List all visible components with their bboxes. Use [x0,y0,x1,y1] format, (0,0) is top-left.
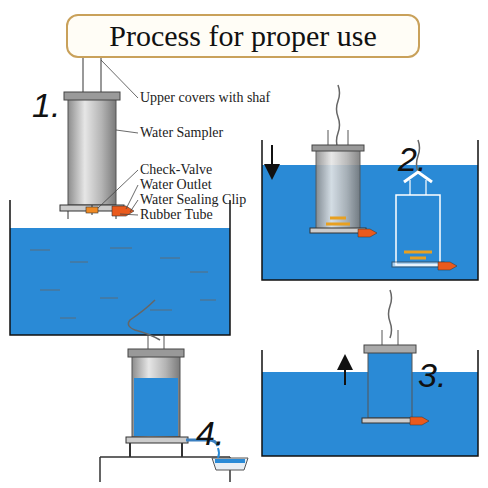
callout-number: 4. [196,416,224,450]
part-label: Water Sampler [140,126,223,140]
part-label: Water Sealing Clip [140,193,246,207]
callout-number: 1. [32,88,60,122]
part-label: Check-Valve [140,163,212,177]
part-label: Water Outlet [140,178,212,192]
title-box: Process for proper use [66,14,420,58]
part-label: Rubber Tube [140,208,213,222]
part-label: Upper covers with shaf [140,91,270,105]
callout-number: 3. [418,358,446,392]
callout-number: 2. [398,142,426,176]
